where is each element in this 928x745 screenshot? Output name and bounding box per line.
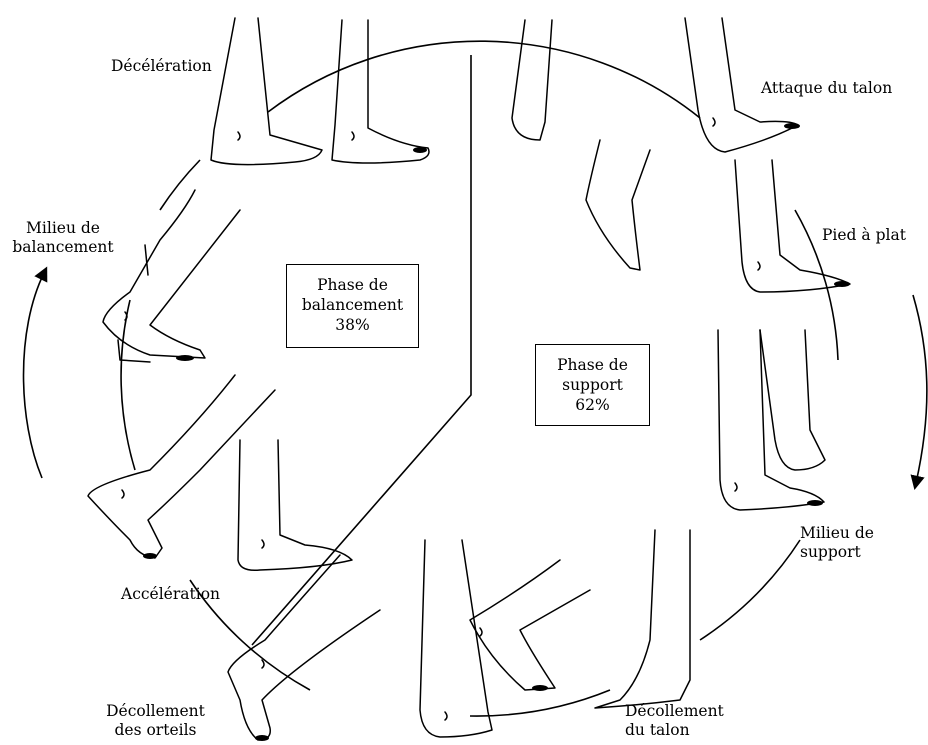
phase-balancement-title-2: balancement (287, 295, 418, 315)
swing-direction-arrow (24, 273, 45, 478)
label-attaque-talon: Attaque du talon (761, 79, 892, 98)
leg-deceleration-back (211, 18, 322, 165)
label-pied-a-plat: Pied à plat (822, 226, 906, 245)
phase-balancement-title-1: Phase de (287, 275, 418, 295)
phase-support-percent: 62% (536, 395, 649, 415)
phase-balancement-percent: 38% (287, 315, 418, 335)
phase-divider-line (252, 55, 471, 645)
leg-deceleration-front (332, 20, 429, 163)
label-decollement-orteils: Décollement des orteils (98, 702, 213, 740)
support-direction-arrow (913, 295, 927, 483)
leg-pied-a-plat (586, 140, 850, 292)
label-milieu-balancement: Milieu de balancement (8, 219, 118, 257)
phase-support-box: Phase de support 62% (535, 344, 650, 426)
label-milieu-support: Milieu de support (800, 524, 874, 562)
leg-attaque-talon (512, 18, 798, 152)
leg-milieu-support (718, 330, 825, 510)
phase-balancement-box: Phase de balancement 38% (286, 264, 419, 348)
label-decollement-talon: Décollement du talon (625, 702, 724, 740)
phase-support-title-1: Phase de (536, 355, 649, 375)
leg-acceleration (88, 375, 352, 570)
phase-support-title-2: support (536, 375, 649, 395)
label-acceleration: Accélération (121, 585, 220, 604)
leg-decollement-talon (470, 530, 690, 708)
label-deceleration: Décélération (111, 57, 212, 76)
